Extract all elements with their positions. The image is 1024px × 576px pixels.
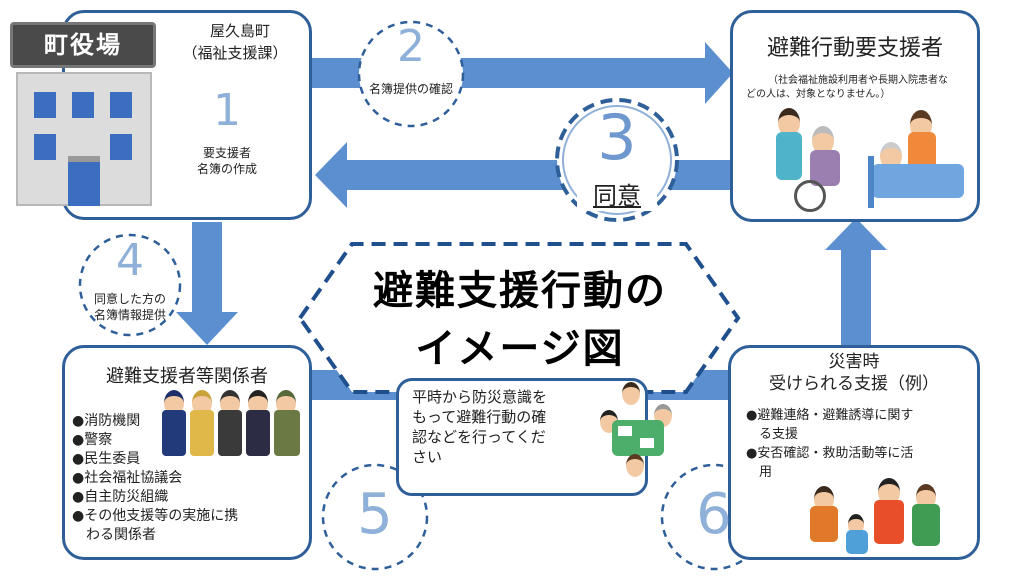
needs-support-box	[730, 10, 980, 222]
disaster-support-item: ●安否確認・救助活動等に活	[746, 446, 914, 461]
step4-circle	[78, 233, 182, 337]
step4-text-line2: 名簿情報提供	[93, 308, 166, 322]
window-icon	[34, 134, 56, 160]
town-hall-sign: 町役場	[10, 22, 156, 68]
disaster-support-item: る支援	[746, 427, 799, 442]
peacetime-text-line1: 平時から防災意識を	[412, 388, 548, 406]
wheelchair-caregiver-illustration	[772, 106, 856, 214]
step6-number: 6	[696, 482, 732, 547]
step4-text-line1: 同意した方の	[93, 292, 166, 306]
community-meeting-illustration	[596, 380, 680, 477]
supporters-list-item: ●その他支援等の実施に携	[72, 508, 239, 524]
supporters-list-item: わる関係者	[72, 527, 156, 543]
needs-support-note-line1: （社会福祉施設利用者や長期入院患者な	[768, 75, 948, 86]
disaster-support-item: 用	[746, 465, 773, 480]
window-icon	[34, 92, 56, 118]
emergency-staff-illustration	[162, 386, 308, 458]
supporters-title: 避難支援者等関係者	[106, 366, 268, 387]
window-icon	[110, 92, 132, 118]
supporters-box	[62, 345, 312, 560]
arrow-to-supporters	[176, 222, 238, 345]
arrow-up-to-needs-support	[825, 218, 887, 348]
step2-number: 2	[397, 21, 425, 72]
step3-number: 3	[597, 101, 637, 174]
town-name: 屋久島町	[209, 22, 270, 40]
peacetime-text-line2: もって避難行動の確	[412, 408, 547, 426]
step1-text-line1: 要支援者	[202, 146, 251, 160]
disaster-support-list: ●避難連絡・避難誘導に関す る支援 ●安否確認・救助活動等に活 用	[746, 406, 974, 482]
step4-number: 4	[116, 235, 144, 286]
evacuating-family-illustration	[808, 476, 958, 558]
window-icon	[72, 92, 94, 118]
supporters-list-item: ●自主防災組織	[72, 489, 169, 505]
step2-text: 名簿提供の確認	[368, 82, 453, 96]
needs-support-title: 避難行動要支援者	[766, 36, 943, 61]
step3-text: 同意	[577, 176, 657, 211]
step3-inner-ring	[562, 105, 672, 215]
disaster-support-item: ●避難連絡・避難誘導に関す	[746, 408, 914, 423]
needs-support-note-line2: どの人は、対象となりません。）	[746, 89, 891, 100]
peacetime-box	[396, 378, 648, 496]
center-title-line2: イメージ図	[415, 326, 625, 372]
town-hall-building-illustration: 町役場	[8, 16, 158, 206]
supporters-list-item: ●消防機関	[72, 413, 141, 429]
center-title-line1: 避難支援行動の	[373, 268, 667, 314]
town-department: （福祉支援課）	[182, 44, 288, 62]
step2-circle	[357, 20, 465, 128]
peacetime-text-line4: さい	[412, 448, 443, 466]
disaster-title-line1: 災害時	[828, 352, 880, 372]
supporters-list-item: ●警察	[72, 432, 113, 448]
center-title-frame	[297, 242, 741, 394]
door-icon	[68, 156, 100, 206]
supporters-list-item: ●社会福祉協議会	[72, 470, 183, 486]
step1-text-line2: 名簿の作成	[196, 162, 257, 176]
peacetime-text-line3: 認などを行ってくだ	[412, 428, 546, 446]
supporters-list-item: ●民生委員	[72, 451, 141, 467]
step5-number: 5	[357, 482, 393, 547]
town-hall-sign-text: 町役場	[44, 31, 122, 59]
window-icon	[110, 134, 132, 160]
disaster-title-line2: 受けられる支援（例）	[769, 374, 939, 394]
step1-number: 1	[213, 85, 241, 136]
bedridden-patient-illustration	[866, 108, 966, 212]
supporters-list: ●消防機関 ●警察 ●民生委員 ●社会福祉協議会 ●自主防災組織 ●その他支援等…	[72, 412, 308, 545]
